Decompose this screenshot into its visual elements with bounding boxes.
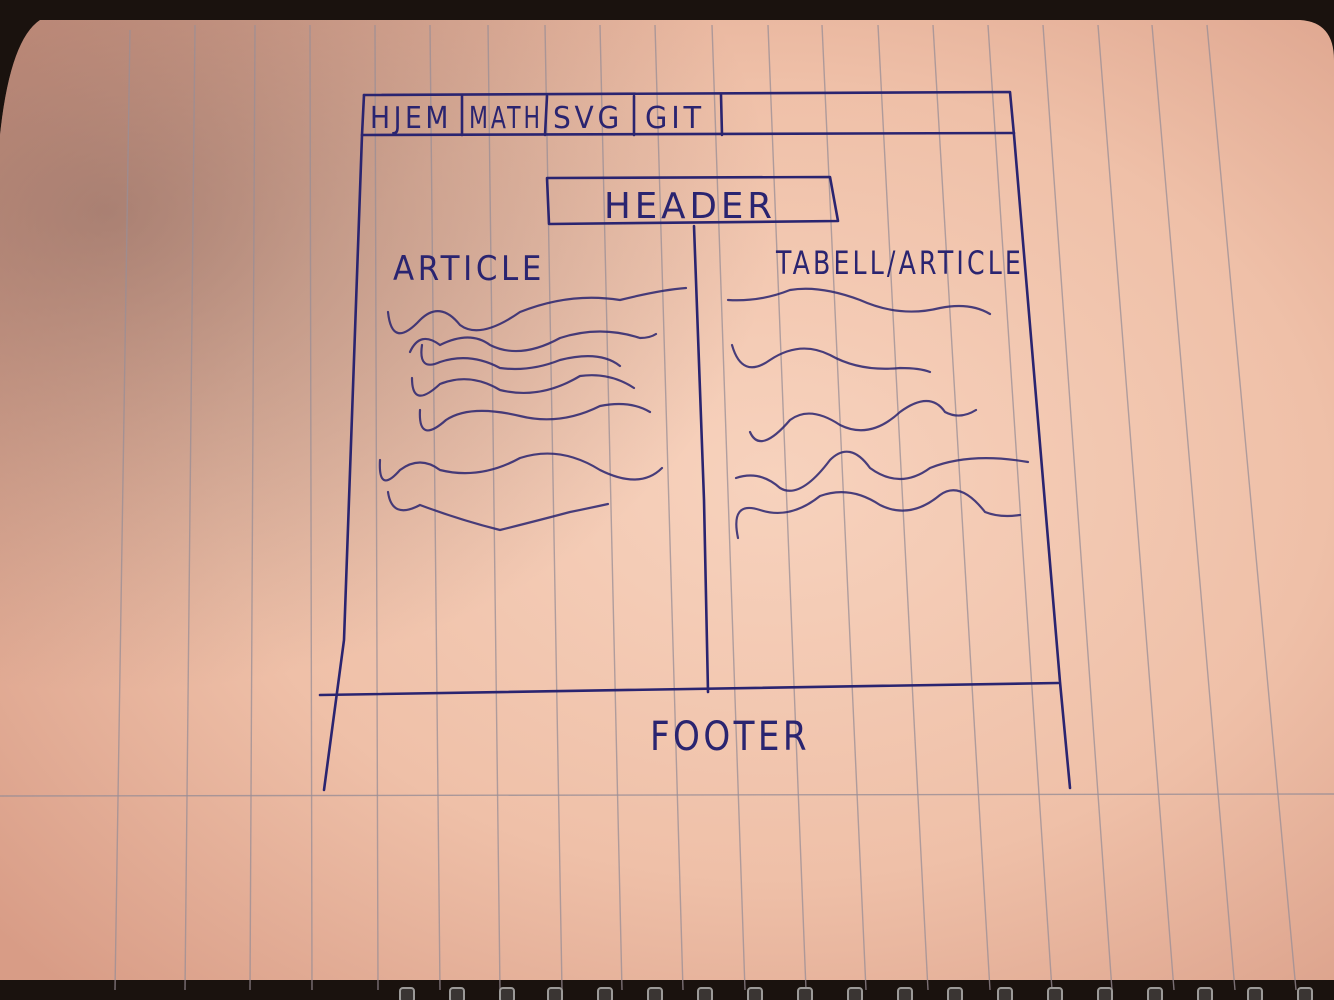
vertical-ruling-lines xyxy=(114,24,1297,991)
horizontal-ruling-line xyxy=(0,793,1334,797)
text-line-squiggle xyxy=(386,490,610,532)
text-line-squiggle xyxy=(386,286,688,335)
text-line-squiggle xyxy=(748,399,978,443)
text-line-squiggle xyxy=(734,450,1030,492)
left-column-title: ARTICLE xyxy=(393,249,545,289)
nav-bar-outline xyxy=(360,131,1016,137)
header-label: HEADER xyxy=(604,186,776,227)
text-line-squiggle xyxy=(408,330,658,354)
text-line-squiggle xyxy=(418,402,652,432)
right-article-text-lines xyxy=(726,287,1030,540)
text-line-squiggle xyxy=(378,452,664,482)
nav-item-svg[interactable]: SVG xyxy=(553,101,623,136)
nav-item-math[interactable]: MATH xyxy=(469,101,543,136)
column-divider xyxy=(692,224,710,694)
nav-bar: HJEM MATH SVG GIT xyxy=(370,101,705,136)
text-line-squiggle xyxy=(410,374,636,397)
nav-item-git[interactable]: GIT xyxy=(645,101,705,136)
footer-divider xyxy=(318,681,1060,697)
footer-label: FOOTER xyxy=(650,714,810,760)
right-column-title: TABELL/ARTICLE xyxy=(775,244,1024,282)
text-line-squiggle xyxy=(726,287,992,316)
text-line-squiggle xyxy=(420,343,622,371)
left-article-text-lines xyxy=(378,286,688,532)
text-line-squiggle xyxy=(735,489,1022,540)
spiral-binding xyxy=(399,987,1313,1000)
header-box xyxy=(545,175,840,226)
wireframe-frame xyxy=(362,90,1072,790)
text-line-squiggle xyxy=(730,343,932,374)
nav-item-hjem[interactable]: HJEM xyxy=(370,101,452,136)
